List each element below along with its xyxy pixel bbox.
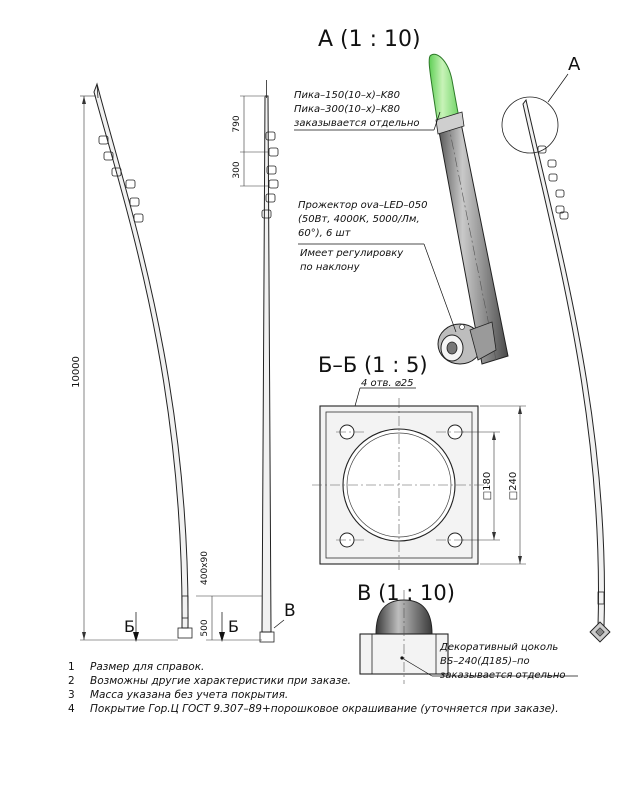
detail-a-view [428,53,509,365]
callout-a-label: A [568,54,581,75]
flood-text-3: 60°), 6 шт [298,228,352,239]
callout-v-label: В [284,601,296,621]
flood-text-5: по наклону [300,262,361,273]
holes-label: 4 отв. ⌀25 [361,378,413,389]
floodlight-detail [437,321,497,365]
pole-side-view [93,82,193,639]
dim-10000: 10000 [71,356,82,388]
dimension-height: 10000 [71,95,178,641]
notes-list: 1 Размер для справок. 2 Возможны другие … [68,660,628,716]
note-item: 3 Масса указана без учета покрытия. [68,688,628,702]
spike-text-3: заказывается отдельно [294,118,419,129]
detail-a-title: A (1 : 10) [318,27,421,52]
dim-300: 300 [232,161,242,178]
flood-text-4: Имеет регулировку [300,248,404,259]
floodlights-rear [537,145,569,220]
flood-text-1: Прожектор ova–LED–050 [298,200,428,211]
pole-front-view: В [259,80,296,643]
dim-240: □240 [508,472,519,501]
note-item: 1 Размер для справок. [68,660,628,674]
note-item: 2 Возможны другие характеристики при зак… [68,674,628,688]
floodlights-left [98,135,144,223]
note-text: Покрытие Гор.Ц ГОСТ 9.307–89+порошковое … [90,703,559,715]
flood-text-2: (50Вт, 4000К, 5000/Лм, [298,214,420,225]
base-label: Декоративный цоколь BS–240(Д185)–по зака… [439,642,565,681]
section-bb-view: 4 отв. ⌀25 □180 □240 [312,378,526,572]
section-marker-left: Б [124,617,135,636]
dimension-bottom: 400x90 500 [196,551,262,641]
dim-790: 790 [232,115,242,132]
detail-v-view [359,590,578,684]
base-text-2: BS–240(Д185)–по [440,656,530,667]
dim-400x90: 400x90 [200,551,210,585]
spike-label: Пика–150(10–x)–K80 Пика–300(10–x)–K80 за… [294,90,441,131]
dim-500: 500 [200,619,210,636]
note-text: Размер для справок. [90,661,205,673]
base-text-1: Декоративный цоколь [439,642,558,653]
dimension-top: 790 300 [232,95,268,187]
section-markers: Б Б [124,612,239,642]
note-item: 4 Покрытие Гор.Ц ГОСТ 9.307–89+порошково… [68,702,628,716]
note-number: 1 [68,661,75,673]
section-bb-title: Б–Б (1 : 5) [318,353,428,377]
section-marker-right: Б [228,617,239,636]
note-number: 4 [68,703,75,715]
mounting-holes [339,424,463,548]
spike-text-1: Пика–150(10–x)–K80 [294,90,400,101]
note-number: 2 [68,675,75,687]
floodlight-label: Прожектор ova–LED–050 (50Вт, 4000К, 5000… [298,200,457,333]
dim-180: □180 [482,472,493,501]
note-text: Масса указана без учета покрытия. [90,689,289,701]
pole-rear-view: A [501,54,611,643]
note-number: 3 [68,689,75,701]
spike-text-2: Пика–300(10–x)–K80 [294,104,400,115]
floodlights-front [261,131,279,219]
base-text-3: заказывается отдельно [440,670,565,681]
note-text: Возможны другие характеристики при заказ… [90,675,352,687]
